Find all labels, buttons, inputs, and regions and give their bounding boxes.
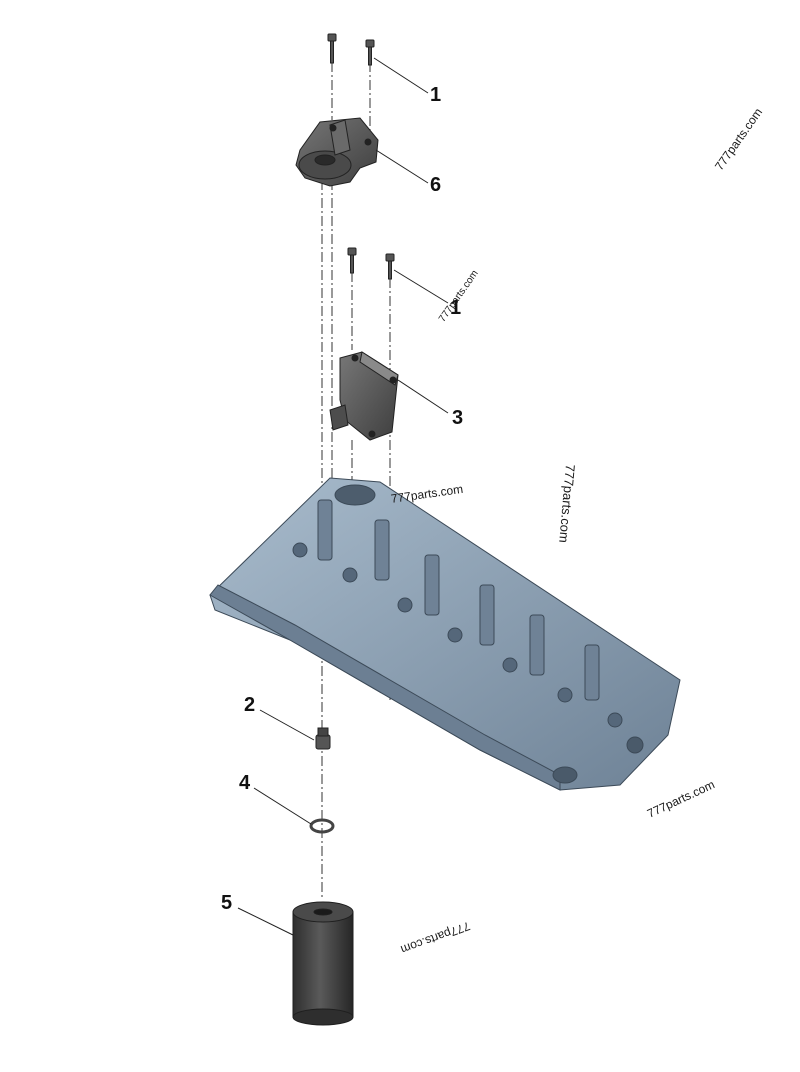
callout-5: 5 xyxy=(221,892,233,914)
bolt-pair-lower xyxy=(347,247,395,280)
seal-ring xyxy=(309,818,335,834)
leader-lines xyxy=(237,57,449,936)
bolt-pair-upper xyxy=(327,33,375,66)
callout-3: 3 xyxy=(452,407,464,429)
callout-1-upper: 1 xyxy=(430,84,442,106)
callout-1-lower: 1 xyxy=(450,297,462,319)
filter-head-bracket xyxy=(295,117,379,187)
oil-filter xyxy=(292,901,354,1026)
callout-2: 2 xyxy=(244,694,256,716)
cylinder-head xyxy=(209,477,681,791)
callout-6: 6 xyxy=(430,174,442,196)
adapter-fitting xyxy=(315,727,331,750)
mounting-plate xyxy=(329,351,399,441)
callout-4: 4 xyxy=(239,772,251,794)
